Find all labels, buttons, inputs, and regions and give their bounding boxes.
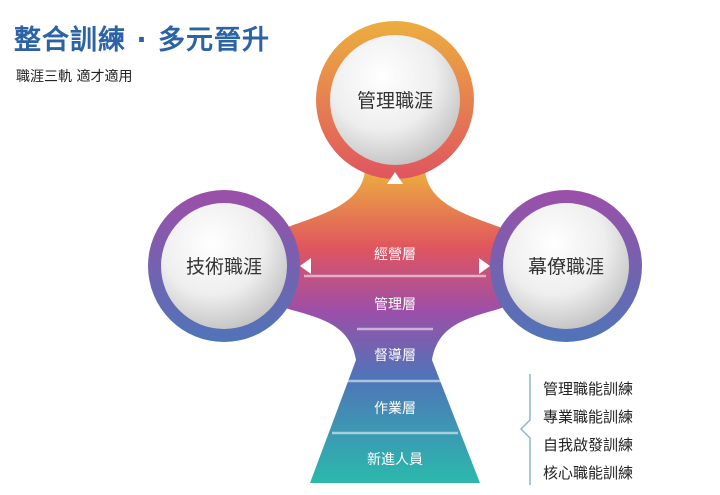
training-list: 管理職能訓練 專業職能訓練 自我啟發訓練 核心職能訓練: [543, 375, 633, 487]
tier-label: 經營層: [374, 247, 416, 263]
tier-label: 新進人員: [367, 452, 423, 468]
track-label-management: 管理職涯: [357, 90, 433, 112]
arrow-right-icon: [479, 258, 490, 274]
top-disc: [330, 35, 460, 165]
arrow-up-icon: [387, 172, 403, 184]
training-item: 專業職能訓練: [543, 408, 634, 426]
track-label-staff: 幕僚職涯: [528, 256, 604, 278]
tier-label: 督導層: [374, 348, 416, 364]
tier-label: 管理層: [374, 297, 416, 313]
tier-label: 作業層: [374, 401, 416, 417]
training-bracket: [519, 374, 531, 485]
track-label-technical: 技術職涯: [186, 256, 262, 278]
training-item: 自我啟發訓練: [543, 436, 634, 454]
left-disc: [161, 203, 287, 329]
right-disc: [503, 203, 629, 329]
page-title: 整合訓練 · 多元晉升: [14, 25, 271, 56]
training-item: 管理職能訓練: [543, 380, 634, 398]
page-subtitle: 職涯三軌 適才適用: [16, 69, 133, 85]
training-item: 核心職能訓練: [543, 464, 634, 482]
arrow-left-icon: [300, 258, 311, 274]
clover-body: [285, 170, 502, 483]
